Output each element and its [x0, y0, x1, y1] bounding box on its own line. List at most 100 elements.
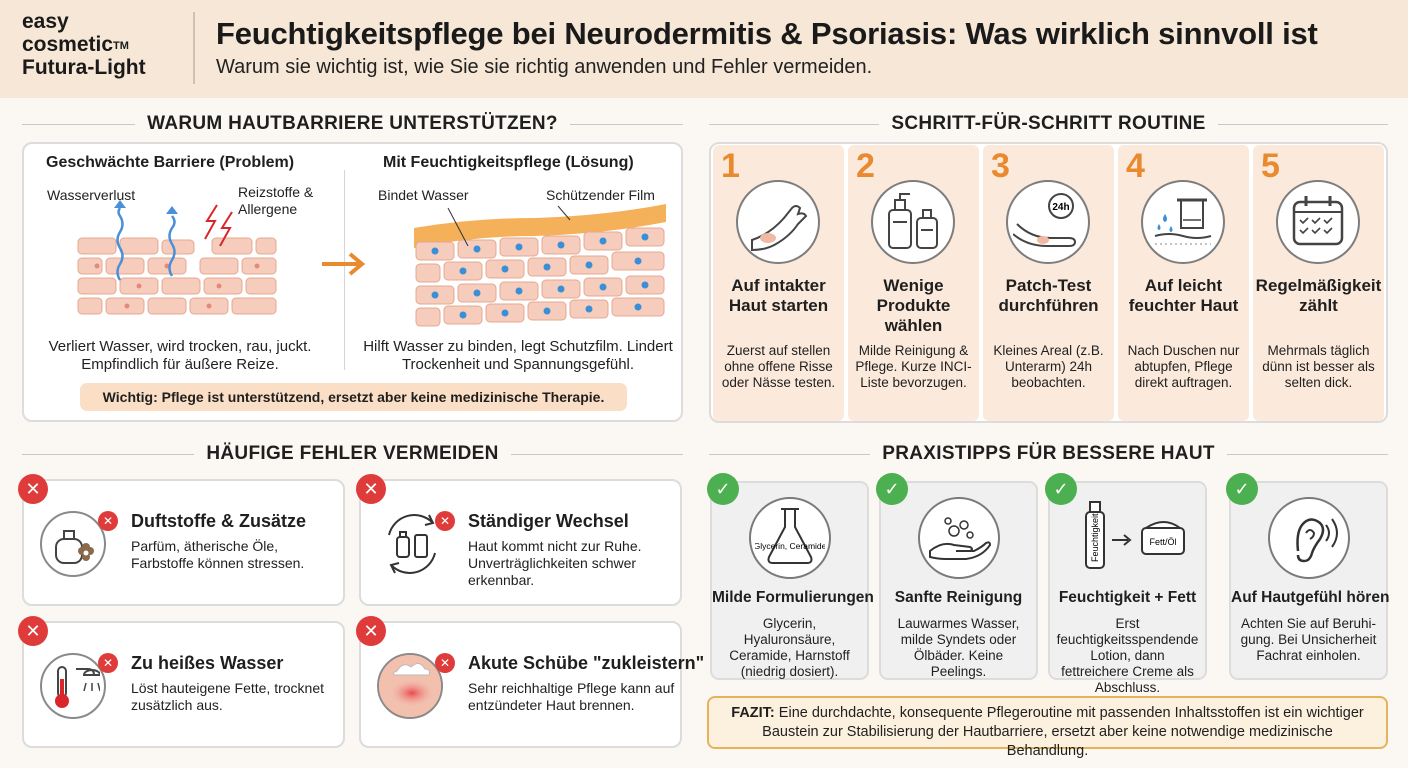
mistake-desc: Parfüm, ätherische Öle, Farbstoffe könne…	[131, 538, 305, 571]
check-icon: ✓	[876, 473, 908, 505]
page-subtitle: Warum sie wichtig ist, wie Sie sie richt…	[216, 56, 873, 78]
tip-title: Milde Formulierungen	[712, 589, 874, 606]
washing-hands-icon	[918, 497, 1000, 579]
mistake-desc: Haut kommt nicht zur Ruhe. Unverträglich…	[468, 538, 642, 588]
water-loss-label: Wasserverlust	[47, 187, 136, 203]
mistake-desc: Sehr reichhaltige Pflege kann auf entzün…	[468, 680, 675, 713]
tips-section-heading: PRAXISTIPPS FÜR BESSERE HAUT	[709, 441, 1389, 467]
weak-barrier-illustration	[77, 200, 277, 315]
mistake-card-switching: ✕ Ständiger Wechsel Haut kommt nicht zur…	[359, 479, 682, 606]
ear-icon	[1268, 497, 1350, 579]
step-desc: Milde Reinigung & Pflege. Kurze INCI-Lis…	[855, 343, 972, 390]
routine-step-3: 3 24h Patch-Test durchführen Kleines Are…	[983, 145, 1114, 421]
tip-title: Auf Hautgefühl hören	[1231, 589, 1390, 606]
binds-water-label: Bindet Wasser	[378, 187, 469, 203]
check-icon: ✓	[1045, 473, 1077, 505]
logo-line-2: cosmetic	[22, 33, 114, 56]
step-number: 2	[856, 147, 875, 185]
error-x-icon: ✕	[18, 616, 48, 646]
tip-card-skin-feel: Auf Hautgefühl hören Achten Sie auf Beru…	[1229, 481, 1390, 680]
fazit-text: Eine durchdachte, konsequente Pflegerout…	[762, 705, 1364, 759]
page-header: easy cosmeticTM Futura-Light Feuchtigkei…	[0, 0, 1408, 98]
tip-card-cleansing: Sanfte Reinigung Lauwarmes Wasser, milde…	[879, 481, 1038, 680]
solution-caption: Hilft Wasser zu binden, legt Schutzfilm.…	[363, 338, 673, 373]
no-icon: ✕	[98, 653, 118, 673]
mistake-title: Zu heißes Wasser	[131, 653, 284, 673]
step-title: Regelmäßigkeit zählt	[1255, 276, 1382, 315]
tip-card-formulations: Glycerin, Ceramide Milde Formulierungen …	[710, 481, 874, 680]
problem-title: Geschwächte Barriere (Problem)	[46, 154, 295, 171]
error-x-icon: ✕	[356, 474, 386, 504]
fazit-box: FAZIT: Eine durchdachte, konsequente Pfl…	[707, 696, 1388, 759]
mistake-desc: Löst hauteigene Fette, trocknet zusätzli…	[131, 680, 325, 713]
protective-film-label: Schützender Film	[546, 187, 655, 203]
tip-desc: Erst feuchtigkeitsspendende Lotion, dann…	[1056, 616, 1199, 695]
mistake-card-hot-water: ✕ Zu heißes Wasser Löst hauteigene Fette…	[22, 621, 345, 748]
important-note: Wichtig: Pflege ist unterstützend, erset…	[80, 383, 627, 411]
solution-title: Mit Feuchtigkeitspflege (Lösung)	[383, 154, 634, 171]
barrier-divider	[344, 170, 345, 370]
mistakes-section-heading: HÄUFIGE FEHLER VERMEIDEN	[22, 441, 683, 467]
problem-caption: Verliert Wasser, wird trocken, rau, juck…	[48, 338, 312, 373]
calendar-icon	[1276, 180, 1360, 264]
product-switch-icon	[377, 511, 443, 577]
logo-trademark: TM	[113, 40, 129, 52]
tip-desc: Glycerin, Hyaluronsäure, Ceramide, Harns…	[729, 616, 850, 679]
step-title: Wenige Produkte wählen	[876, 276, 951, 335]
patch-test-icon: 24h	[1006, 180, 1090, 264]
barrier-section-heading: WARUM HAUTBARRIERE UNTERSTÜTZEN?	[22, 111, 683, 137]
towel-icon	[1141, 180, 1225, 264]
page-title: Feuchtigkeitspflege bei Neurodermitis & …	[216, 16, 1318, 51]
flask-label: Glycerin, Ceramide	[755, 541, 825, 551]
step-number: 5	[1261, 147, 1280, 185]
arm-skin-icon	[736, 180, 820, 264]
irritants-label: Reizstoffe & Allergene	[238, 184, 314, 217]
inflamed-skin-icon	[377, 653, 443, 719]
tip-title: Sanfte Reinigung	[894, 589, 1023, 606]
flask-icon: Glycerin, Ceramide	[749, 497, 831, 579]
step-badge: 24h	[1052, 202, 1069, 213]
routine-step-1: 1 Auf intakter Haut starten Zuerst auf s…	[713, 145, 844, 421]
step-desc: Nach Duschen nur abtupfen, Pflege direkt…	[1127, 343, 1240, 390]
routine-step-4: 4 Auf leicht feuchter Haut Nach Duschen …	[1118, 145, 1249, 421]
mistake-title: Akute Schübe "zukleistern"	[468, 653, 705, 673]
no-icon: ✕	[435, 511, 455, 531]
healthy-barrier-illustration	[414, 204, 666, 327]
routine-section-heading: SCHRITT-FÜR-SCHRITT ROUTINE	[709, 111, 1388, 137]
check-icon: ✓	[707, 473, 739, 505]
fazit-label: FAZIT:	[731, 705, 775, 721]
logo-line-1: easy	[22, 10, 69, 33]
mistake-card-flare-ups: ✕ Akute Schübe "zukleistern" Sehr reichh…	[359, 621, 704, 748]
no-icon: ✕	[435, 653, 455, 673]
tip-desc: Achten Sie auf Beruhi-gung. Bei Unsicher…	[1240, 616, 1377, 663]
brand-logo: easy cosmeticTM Futura-Light	[22, 10, 146, 79]
error-x-icon: ✕	[18, 474, 48, 504]
step-title: Patch-Test durchführen	[998, 276, 1099, 315]
step-number: 4	[1126, 147, 1145, 185]
error-x-icon: ✕	[356, 616, 386, 646]
step-title: Auf intakter Haut starten	[728, 276, 829, 315]
step-desc: Kleines Areal (z.B. Unterarm) 24h beobac…	[993, 343, 1104, 390]
step-desc: Mehrmals täglich dünn ist besser als sel…	[1262, 343, 1375, 390]
routine-step-5: 5 Regelmäßigkeit zählt Mehrmals täglich …	[1253, 145, 1384, 421]
perfume-icon	[40, 511, 106, 577]
mistake-card-fragrance: ✕ Duftstoffe & Zusätze Parfüm, ätherisch…	[22, 479, 345, 606]
step-desc: Zuerst auf stellen ohne offene Risse ode…	[721, 343, 836, 390]
header-divider	[193, 12, 195, 84]
mistake-title: Duftstoffe & Zusätze	[131, 511, 306, 531]
mistake-title: Ständiger Wechsel	[468, 511, 629, 531]
tip-desc: Lauwarmes Wasser, milde Syndets oder Ölb…	[897, 616, 1020, 679]
hot-water-icon	[40, 653, 106, 719]
bottles-icon	[871, 180, 955, 264]
step-number: 1	[721, 147, 740, 185]
no-icon: ✕	[98, 511, 118, 531]
arrow-right-icon	[322, 252, 366, 276]
cream-label: Fett/Öl	[1149, 537, 1176, 547]
step-title: Auf leicht feuchter Haut	[1128, 276, 1239, 315]
step-number: 3	[991, 147, 1010, 185]
tip-title: Feuchtigkeit + Fett	[1058, 589, 1197, 606]
check-icon: ✓	[1226, 473, 1258, 505]
routine-step-2: 2 Wenige Produkte wählen Milde Reinigung…	[848, 145, 979, 421]
